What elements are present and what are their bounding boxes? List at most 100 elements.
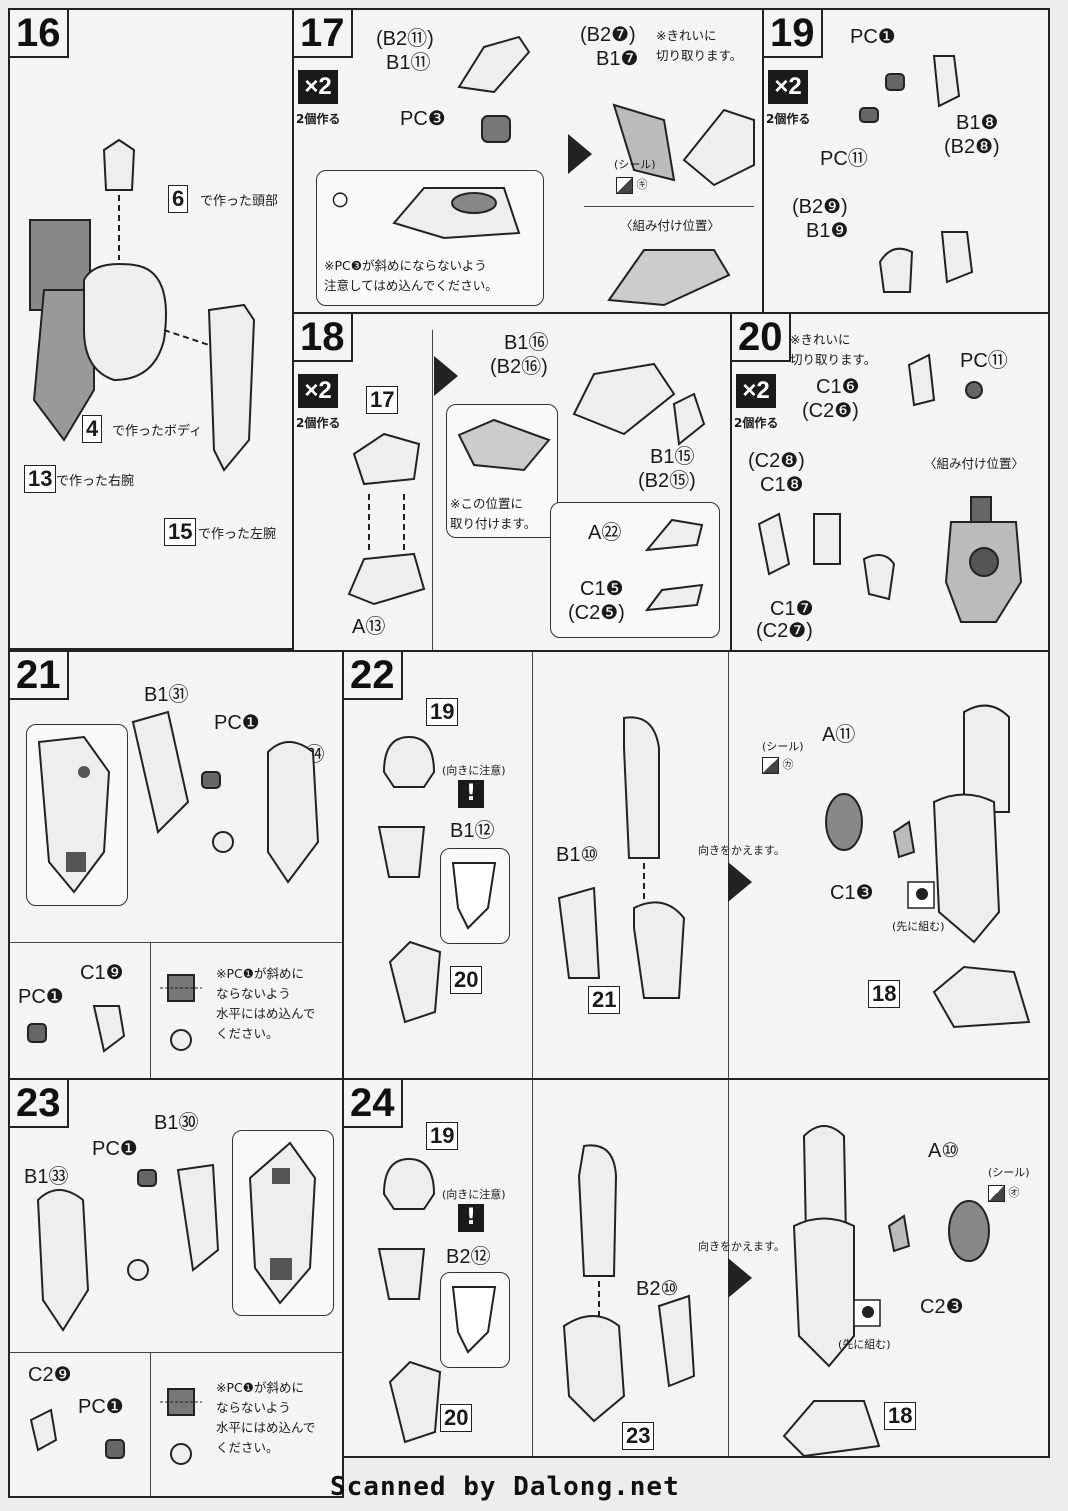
leg-detail-illustration [37, 735, 111, 894]
caution-label: (向きに注意) [442, 1188, 506, 1201]
step-ref-box: 20 [440, 1404, 473, 1432]
caution-label: (向きに注意) [442, 764, 506, 777]
sticker-code: ㋖ [636, 178, 648, 191]
left-arm-ref-box: 15 [164, 518, 197, 546]
first-assembly-label: (先に組む) [892, 920, 945, 933]
part-label: A⑩ [928, 1140, 960, 1162]
lower-assembly-illustration [388, 940, 442, 1024]
divider [532, 652, 533, 1078]
step-17-panel: 17 ×2 2個作る (B2⑪) B1⑪ PC❸ ○ ※PC❸が斜めにならないよ… [292, 8, 764, 314]
sticker-icon [988, 1184, 1005, 1202]
visor-part-illustration [457, 35, 531, 94]
position-note: ※この位置に 取り付けます。 [450, 496, 537, 531]
step-number: 16 [10, 10, 69, 58]
step-number: 18 [294, 314, 353, 362]
leg-side-assembly-illustration [825, 704, 1031, 1029]
part-label: (C2❻) [802, 400, 859, 422]
fit-detail-illustration [392, 187, 521, 240]
step-18-panel: 18 ×2 2個作る 17 A⑬ B1⑯ (B2⑯) B1⑮ (B2⑮) ※この… [292, 312, 732, 652]
part-label: B2⑫ [446, 1246, 491, 1268]
part-label: C1❽ [760, 474, 804, 496]
right-arm-ref-box: 13 [24, 465, 57, 493]
right-arm-ref-text: で作った右腕 [56, 474, 135, 489]
first-assembly-icon [853, 1299, 881, 1327]
step-23-panel: 23 B1㉚ PC❶ B1㉝ C2❾ PC❶ ※PC❶が斜めに ならないよう 水… [8, 1078, 344, 1498]
part-label: (C2❼) [756, 620, 813, 642]
part-label: PC⑪ [960, 350, 1008, 372]
multiplier-badge: ×2 [298, 374, 338, 408]
poly-cap-illustration [481, 115, 511, 143]
sticker-text: (シール) [988, 1166, 1030, 1179]
sticker-id: ㋕ [762, 756, 794, 774]
make-two-label: 2個作る [766, 112, 811, 126]
turn-note: 向きをかえます。 [698, 1240, 785, 1253]
body-ref-text: で作ったボディ [112, 424, 203, 439]
horizontal-fit-illustration [160, 974, 202, 1051]
ankle-assembly-illustration [757, 512, 896, 601]
knee-armor-illustration [377, 826, 426, 878]
scan-credit: Scanned by Dalong.net [330, 1472, 680, 1502]
step-21-panel: 21 B1㉛ PC❶ B1㉞ C1❾ PC❶ ※PC❶が斜めに ならないよう 水… [8, 650, 344, 1080]
make-two-label: 2個作る [296, 416, 341, 430]
cut-note: ※きれいに 切り取ります。 [790, 332, 877, 367]
divider [10, 942, 342, 943]
part-label: C1❸ [830, 882, 874, 904]
leg-side-assembly-illustration [782, 1125, 990, 1456]
divider [532, 1080, 533, 1456]
position-detail-illustration [457, 418, 551, 472]
step-ref-box: 20 [450, 966, 483, 994]
part-label: (B2⑮) [638, 470, 696, 492]
lower-assembly-illustration [388, 1360, 442, 1444]
part-label: C1❾ [80, 962, 124, 984]
body-ref-box: 4 [82, 415, 103, 443]
step-16-panel: 16 6 で作った頭部 4 で作ったボディ 13 で作った右腕 15 で作った左… [8, 8, 294, 650]
cut-note: ※きれいに 切り取ります。 [656, 28, 743, 63]
part-label: C1❻ [816, 376, 860, 398]
sticker-icon [762, 756, 779, 774]
step-arrow [434, 356, 458, 396]
caution-icon: ! [458, 1204, 484, 1232]
leg-detail-illustration [248, 1141, 317, 1305]
ok-mark: ○ [330, 180, 351, 218]
make-two-label: 2個作る [296, 112, 341, 126]
part-label: B1⑫ [450, 820, 495, 842]
step-number: 24 [344, 1080, 403, 1128]
multiplier-badge: ×2 [768, 70, 808, 104]
sticker-code: ㋔ [1008, 1186, 1020, 1199]
divider [432, 330, 433, 650]
orientation-detail-illustration [451, 862, 497, 930]
part-label: (B2⑪) [376, 28, 434, 50]
sticker-id: ㋔ [988, 1184, 1020, 1202]
step-number: 20 [732, 314, 791, 362]
part-label: C2❾ [28, 1364, 72, 1386]
shoulder-joint-illustration [859, 55, 961, 123]
part-label: A㉒ [588, 522, 622, 544]
knee-joint-illustration [29, 1408, 125, 1459]
foot-assembly-illustration [347, 432, 426, 606]
step-number: 23 [10, 1080, 69, 1128]
part-label: B1⑮ [650, 446, 695, 468]
part-label: (B2❽) [944, 136, 1000, 158]
divider [10, 1352, 342, 1353]
assembled-torso-illustration [29, 138, 256, 472]
step-24-panel: 24 19 (向きに注意) ! B2⑫ 20 B2⑩ 23 向きをかえます。 A… [342, 1078, 1050, 1458]
horizontal-fit-illustration [160, 1388, 202, 1465]
part-label: B2⑩ [636, 1278, 679, 1300]
sticker-label: (シール) [762, 738, 804, 754]
divider [150, 1352, 151, 1496]
make-two-label: 2個作る [734, 416, 779, 430]
foot-cover-illustration [572, 362, 706, 446]
part-label: B1❼ [596, 48, 639, 70]
step-19-panel: 19 ×2 2個作る PC❶ B1❽ (B2❽) PC⑪ (B2❾) B1❾ [762, 8, 1050, 314]
step-ref-box: 19 [426, 698, 459, 726]
part-label: A⑬ [352, 616, 386, 638]
lower-leg-illustration [131, 710, 320, 884]
first-assembly-label: (先に組む) [838, 1338, 891, 1351]
ankle-position-illustration [944, 496, 1023, 623]
part-label: PC❶ [850, 26, 896, 48]
first-assembly-icon [907, 881, 935, 909]
part-label: PC❶ [18, 986, 64, 1008]
sticker-text: (シール) [762, 740, 804, 753]
step-number: 17 [294, 10, 353, 58]
knee-joint-illustration [27, 1005, 126, 1053]
